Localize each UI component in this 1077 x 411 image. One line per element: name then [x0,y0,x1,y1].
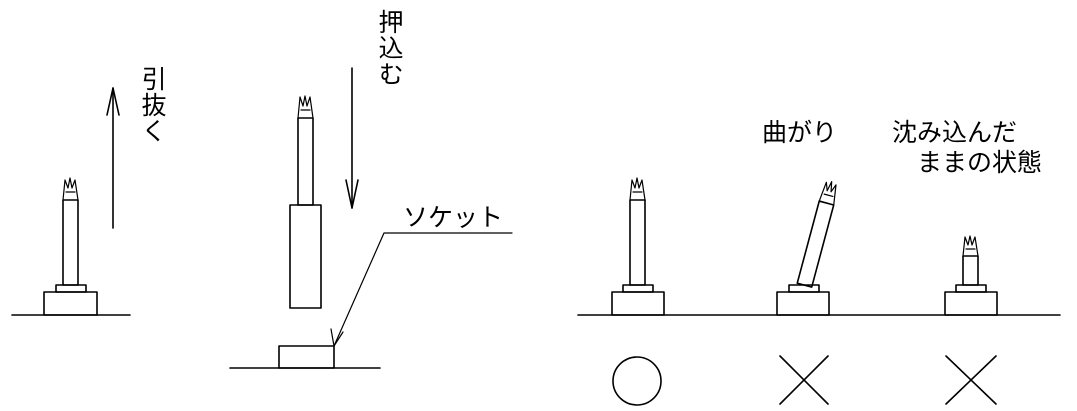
bent-pin-tip [818,181,837,206]
bent-pin-tip-detail [823,193,834,198]
sunken-pin-shaft [962,255,979,286]
bent-pin-shaft [796,200,835,288]
pull-arrow-head [106,87,120,116]
pin-tip-2 [297,95,314,119]
insertion-tool [289,204,322,309]
push-arrow-head [345,179,359,209]
bent-pin-collar [788,284,820,293]
ok-pin-base [611,291,665,316]
ng-cross-mark-bent [779,355,829,405]
bent-pin [796,181,837,288]
sunken-pin-tip [962,235,979,257]
pin-tip-1 [62,177,79,201]
pin-collar-1 [55,284,87,293]
pull-out-label: 引抜く [138,66,167,144]
pin-base-1 [43,291,98,316]
pin-shaft-1 [62,199,79,286]
socket-label: ソケット [403,203,504,232]
comparison-figure [577,177,1061,406]
bent-pin-base [776,291,830,316]
socket [278,345,335,369]
ok-circle-mark [612,356,662,406]
ok-pin-collar [622,284,654,293]
sunken-pin-base [944,291,998,316]
sunken-pin-collar [955,284,987,293]
ng-cross-mark-sunken [945,355,997,405]
sunken-label-line2: ままの状態 [917,148,1043,177]
push-in-figure [229,67,513,369]
socket-leader-line [333,232,513,347]
push-in-label: 押込む [375,9,404,87]
bent-label: 曲がり [762,118,838,147]
pin-shaft-2 [297,117,314,206]
socket-leader-arrow [330,328,344,347]
ok-pin-shaft [629,199,646,286]
ok-pin-tip [629,177,646,201]
sunken-label-line1: 沈み込んだ [892,118,1018,147]
pull-out-figure [11,87,131,316]
